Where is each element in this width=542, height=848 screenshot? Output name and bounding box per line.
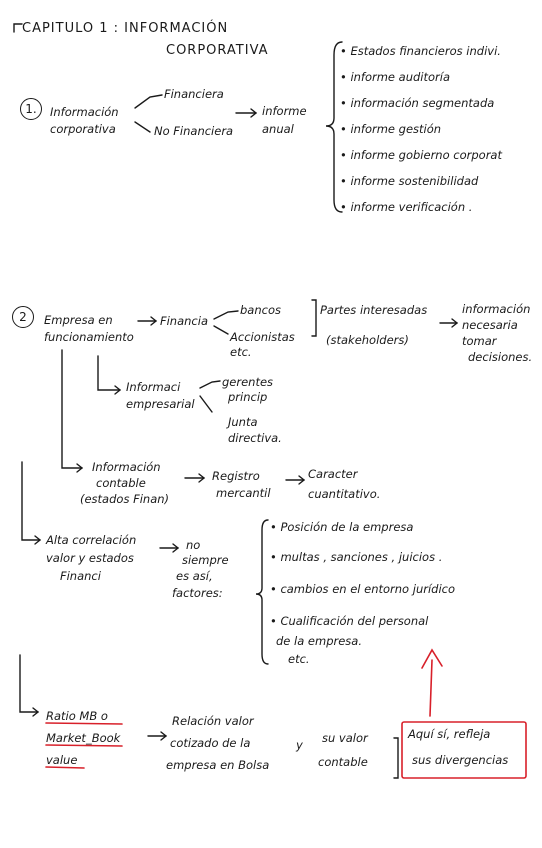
branch-no-financiera: No Financiera: [154, 124, 234, 138]
section-number-2: 2: [12, 306, 34, 328]
informacion-corporativa-line2: corporativa: [50, 122, 116, 136]
financia-label: Financia: [160, 314, 208, 328]
alta-line1: Alta correlación: [46, 533, 137, 547]
no-siempre-line3: es así,: [176, 569, 213, 583]
gerentes-line2: princip: [228, 390, 268, 404]
aqui-line1: Aquí sí, refleja: [408, 727, 491, 741]
page-title: CAPITULO 1 : INFORMACIÓN: [22, 21, 229, 36]
factor-item: etc.: [288, 652, 310, 666]
no-siempre-line4: factores:: [172, 586, 223, 600]
factor-item: • Cualificación del personal: [270, 614, 429, 628]
informe-anual-line1: informe: [262, 104, 307, 118]
no-siempre-line1: no: [186, 538, 201, 552]
partes-interesadas: Partes interesadas: [320, 303, 428, 317]
ratio-line3: value: [46, 753, 78, 767]
branch-financiera: Financiera: [164, 87, 224, 101]
caracter-line2: cuantitativo.: [308, 487, 381, 501]
page-title-line2: CORPORATIVA: [166, 43, 269, 58]
empresa-line2: funcionamiento: [44, 330, 134, 344]
empresa-line1: Empresa en: [44, 313, 113, 327]
list-item: • informe verificación .: [340, 200, 473, 214]
relacion-line1: Relación valor: [172, 714, 254, 728]
relacion-line2: cotizado de la: [170, 736, 251, 750]
inf-empresarial-line1: Informaci: [126, 380, 181, 394]
list-item: • Estados financieros indivi.: [340, 44, 501, 58]
contable-line1: Información: [92, 460, 161, 474]
contable-line3: (estados Finan): [80, 492, 170, 506]
list-item: • información segmentada: [340, 96, 495, 110]
stakeholders: (stakeholders): [326, 333, 409, 347]
factor-item: de la empresa.: [276, 634, 363, 648]
alta-line2: valor y estados: [46, 551, 134, 565]
junta-line1: Junta: [228, 415, 258, 429]
bancos-label: bancos: [240, 303, 281, 317]
ratio-line1: Ratio MB o: [46, 709, 108, 723]
registro-line2: mercantil: [216, 486, 271, 500]
contable-line2: contable: [96, 476, 146, 490]
ratio-line2: Market_Book: [46, 731, 121, 745]
caracter-line1: Caracter: [308, 467, 358, 481]
informacion-corporativa-line1: Información: [50, 105, 119, 119]
info-need-line2: necesaria: [462, 318, 518, 332]
su-valor-line2: contable: [318, 755, 368, 769]
gerentes-line1: gerentes: [222, 375, 274, 389]
section-number-1: 1.: [20, 98, 42, 120]
accionistas-label: Accionistas: [230, 330, 295, 344]
relacion-line3: empresa en Bolsa: [166, 758, 270, 772]
informe-anual-line2: anual: [262, 122, 294, 136]
alta-line3: Financi: [60, 569, 101, 583]
list-item: • informe gobierno corporat: [340, 148, 502, 162]
no-siempre-line2: siempre: [182, 553, 229, 567]
etc-label: etc.: [230, 345, 252, 359]
info-need-line4: decisiones.: [468, 350, 533, 364]
inf-empresarial-line2: empresarial: [126, 397, 195, 411]
factor-item: • Posición de la empresa: [270, 520, 414, 534]
list-item: • informe sostenibilidad: [340, 174, 479, 188]
factor-item: • multas , sanciones , juicios .: [270, 550, 443, 564]
factor-item: • cambios en el entorno jurídico: [270, 582, 456, 596]
info-need-line1: información: [462, 302, 531, 316]
junta-line2: directiva.: [228, 431, 282, 445]
list-item: • informe gestión: [340, 122, 442, 136]
registro-line1: Registro: [212, 469, 260, 483]
aqui-line2: sus divergencias: [412, 753, 509, 767]
info-need-line3: tomar: [462, 334, 497, 348]
su-valor-line1: su valor: [322, 731, 368, 745]
list-item: • informe auditoría: [340, 70, 451, 84]
y-label: y: [296, 738, 303, 752]
